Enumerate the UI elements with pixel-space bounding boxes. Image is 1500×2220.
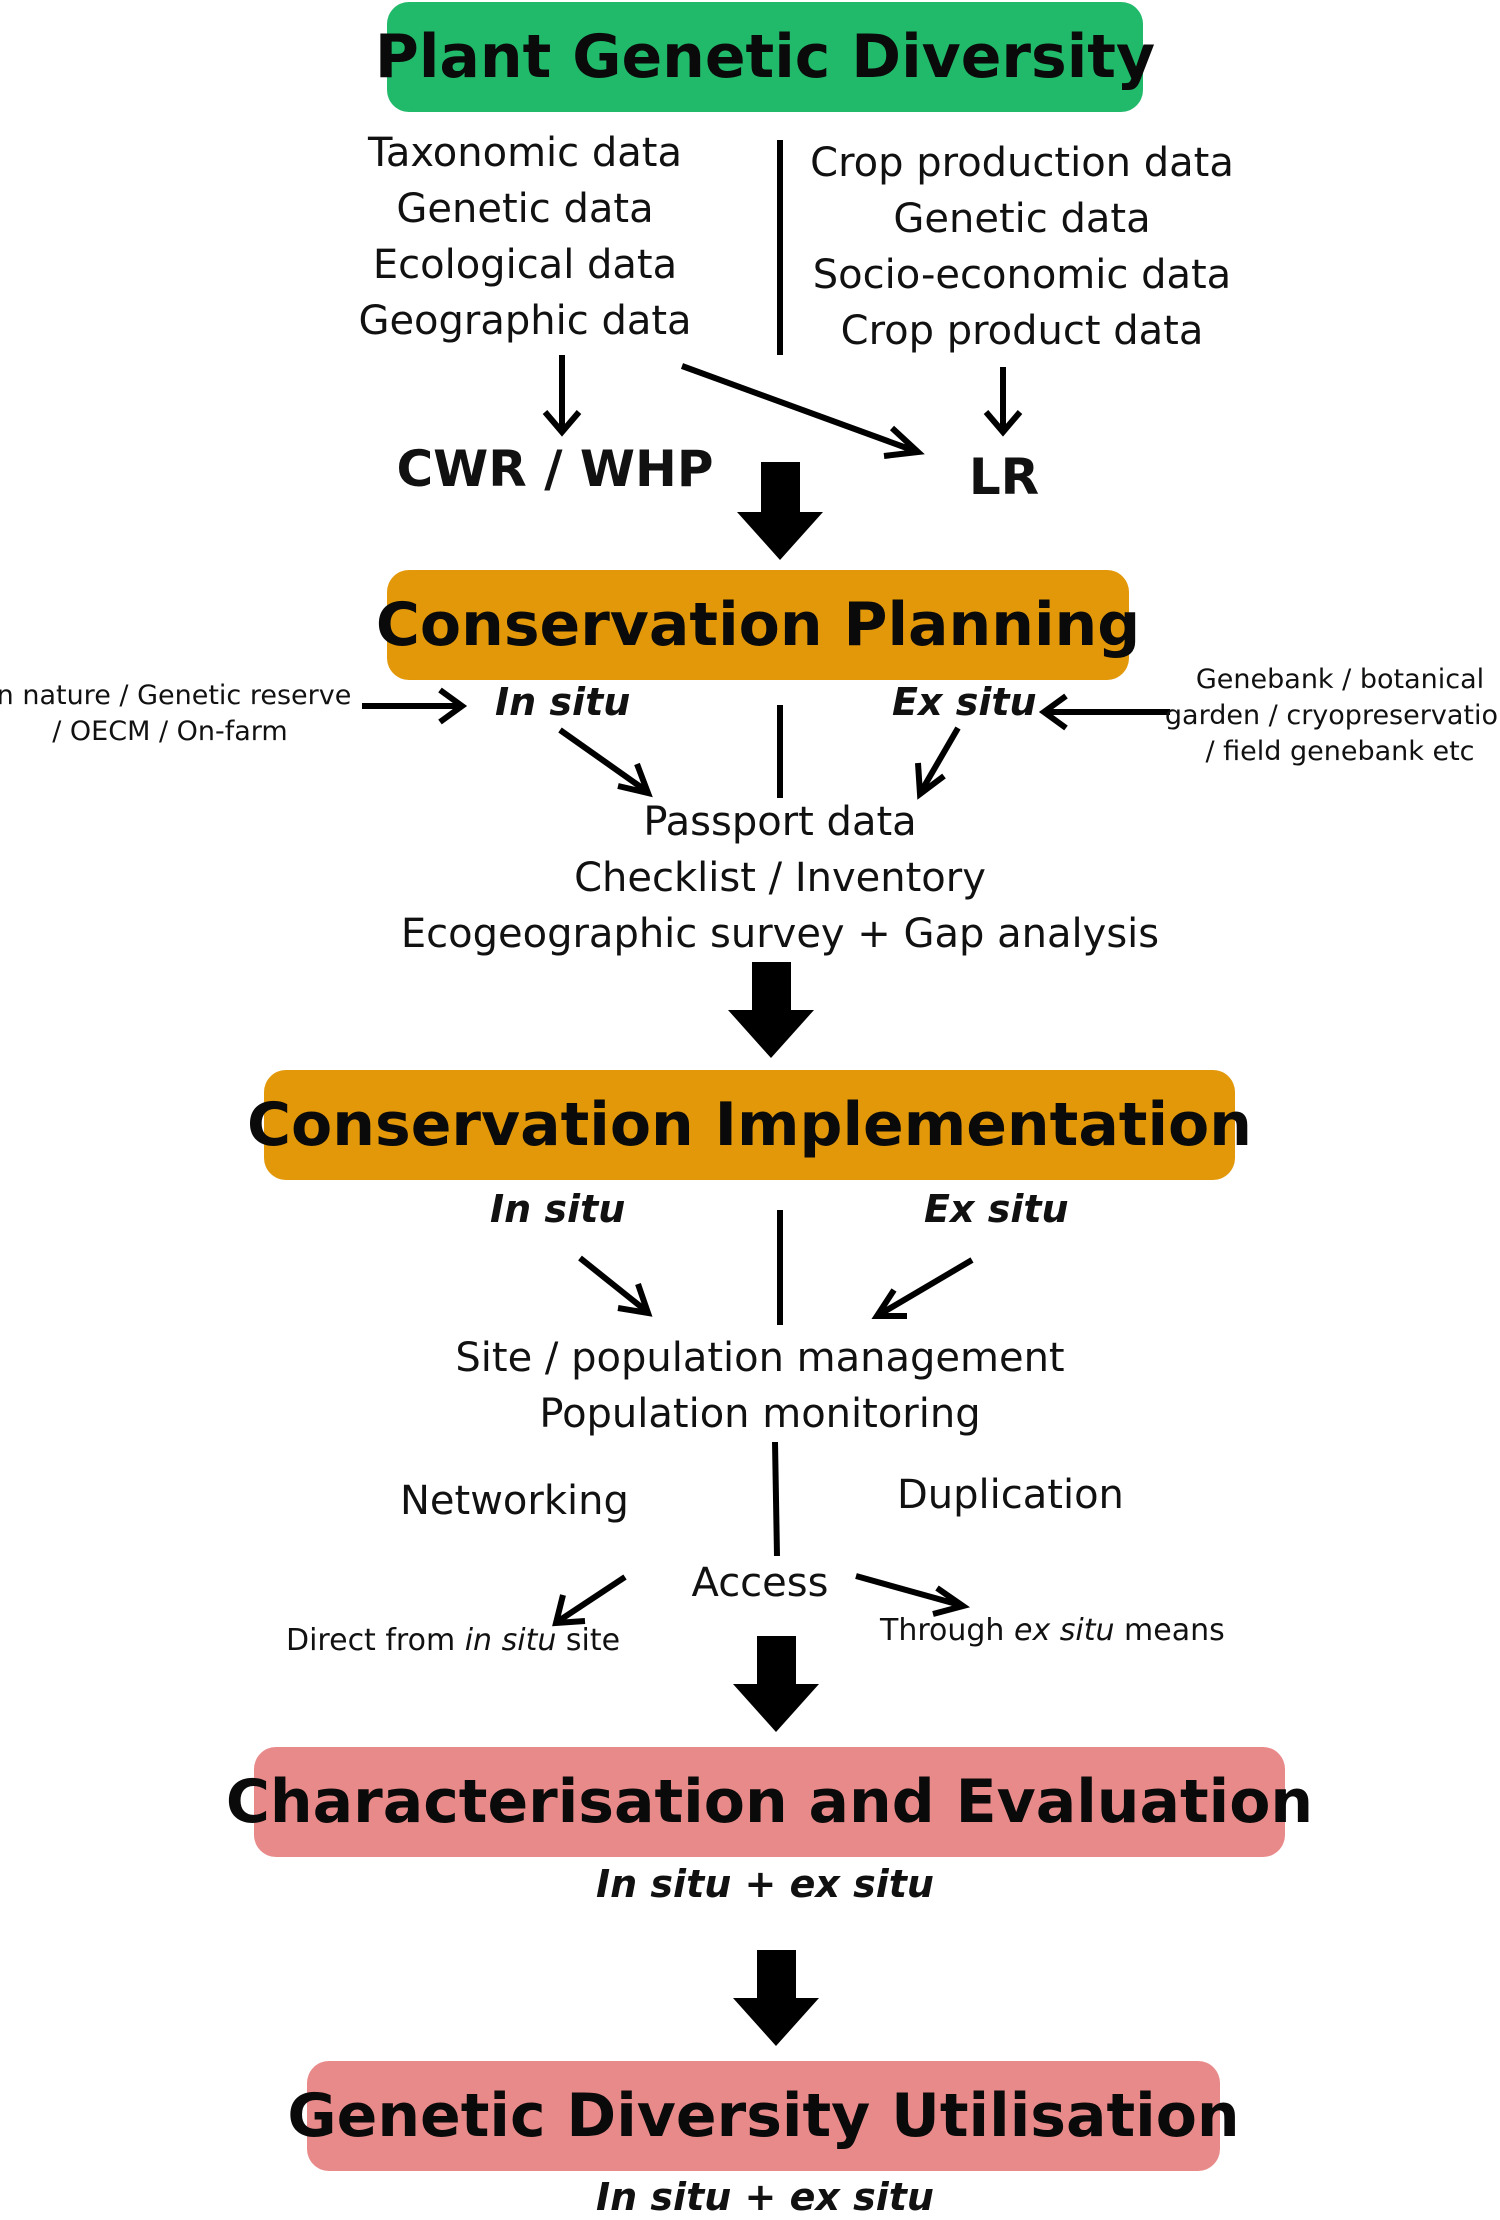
list-item: Socio-economic data xyxy=(812,252,1232,298)
plant-genetic-diversity-box: Plant Genetic Diversity xyxy=(375,2,1155,112)
list-item: Population monitoring xyxy=(539,1391,981,1437)
implementation-outputs: Site / population management Population … xyxy=(455,1330,1064,1442)
duplication-label: Duplication xyxy=(897,1472,1124,1518)
access-label: Access xyxy=(691,1560,829,1606)
list-item: Checklist / Inventory xyxy=(574,855,986,901)
list-item: Crop product data xyxy=(840,308,1204,354)
through-ex-situ-label: Through ex situ means xyxy=(880,1613,1225,1648)
genetic-diversity-utilisation-box: Genetic Diversity Utilisation xyxy=(287,2061,1240,2171)
big-arrow-1 xyxy=(737,462,823,560)
list-item: Site / population management xyxy=(455,1335,1065,1381)
access-divider xyxy=(772,1441,780,1557)
planning-outputs: Passport data Checklist / Inventory Ecog… xyxy=(401,794,1159,962)
networking-label: Networking xyxy=(400,1478,629,1524)
implementation-in-situ-label: In situ xyxy=(490,1187,626,1231)
arrow-to-lr xyxy=(680,363,917,454)
list-item: Passport data xyxy=(643,799,917,845)
characterisation-scope: In situ + ex situ xyxy=(596,1862,934,1906)
list-item: Ecological data xyxy=(372,242,678,288)
flow-arrows xyxy=(728,462,823,2046)
conservation-implementation-title: Conservation Implementation xyxy=(247,1090,1252,1160)
list-item: Genetic data xyxy=(893,196,1151,242)
list-item: Crop production data xyxy=(810,140,1234,186)
conservation-implementation-box: Conservation Implementation xyxy=(247,1070,1252,1180)
planning-ex-situ-label: Ex situ xyxy=(892,680,1037,724)
big-arrow-3 xyxy=(733,1636,819,1732)
planning-in-situ-label: In situ xyxy=(495,680,631,724)
ex-situ-sources: Genebank / botanical garden / cryopreser… xyxy=(1164,664,1500,767)
cwr-whp-label: CWR / WHP xyxy=(396,440,714,498)
direct-from-in-situ-label: Direct from in situ site xyxy=(286,1623,621,1658)
big-arrow-4 xyxy=(733,1950,819,2046)
right-data-list: Crop production data Genetic data Socio-… xyxy=(810,135,1234,359)
list-item: Geographic data xyxy=(358,298,692,344)
implementation-ex-situ-label: Ex situ xyxy=(924,1187,1069,1231)
list-item: Genetic data xyxy=(396,186,654,232)
genetic-diversity-utilisation-title: Genetic Diversity Utilisation xyxy=(287,2081,1240,2151)
in-situ-sources: In nature / Genetic reserve / OECM / On-… xyxy=(0,680,352,747)
conservation-planning-title: Conservation Planning xyxy=(375,590,1141,660)
utilisation-scope: In situ + ex situ xyxy=(596,2175,934,2219)
characterisation-evaluation-title: Characterisation and Evaluation xyxy=(225,1767,1314,1837)
lr-label: LR xyxy=(968,448,1040,506)
big-arrow-2 xyxy=(728,962,814,1058)
left-data-list: Taxonomic data Genetic data Ecological d… xyxy=(358,125,691,349)
list-item: Ecogeographic survey + Gap analysis xyxy=(400,911,1160,957)
plant-genetic-diversity-title: Plant Genetic Diversity xyxy=(374,22,1156,92)
characterisation-evaluation-box: Characterisation and Evaluation xyxy=(226,1747,1313,1857)
list-item: Taxonomic data xyxy=(368,130,682,176)
conservation-planning-box: Conservation Planning xyxy=(376,570,1140,680)
